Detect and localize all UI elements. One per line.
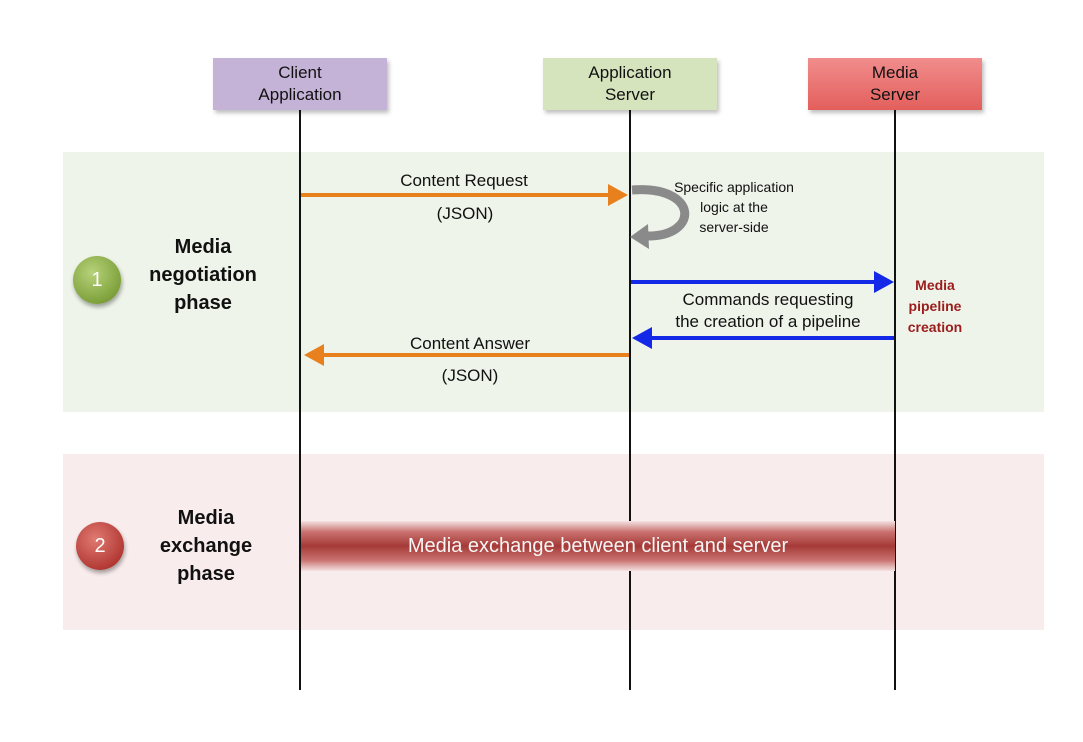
media-exchange-label: Media exchange between client and server [407,534,789,557]
media-server-box: Media Server [808,58,982,110]
media-server-lifeline [894,110,896,690]
pipeline-response-arrow [632,327,894,349]
server-logic-loop-arrow [630,185,690,249]
application-server-label: Application Server [588,63,672,104]
phase-1-badge: 1 [73,256,121,304]
phase-1-label: Media negotiation phase [149,236,257,314]
pipeline-commands-label: Commands requesting the creation of a pi… [675,290,861,331]
application-server-box: Application Server [543,58,717,110]
phase-2-badge: 2 [76,522,124,570]
content-answer-label: Content Answer [409,334,530,353]
phase-2-label: Media exchange phase [159,507,253,585]
content-answer-format: (JSON) [441,366,499,385]
media-exchange-bar: Media exchange between client and server [301,521,895,571]
app-logic-note: Specific application logic at the server… [674,179,794,235]
client-application-box: Client Application [213,58,387,110]
phase-2-number: 2 [94,534,106,557]
media-server-label: Media Server [869,63,921,104]
client-lifeline [299,110,301,690]
pipeline-command-arrow [631,271,894,293]
content-request-label: Content Request [400,171,528,190]
content-answer-arrow [304,344,629,366]
phase-1-number: 1 [91,268,103,291]
content-request-arrow [301,184,628,206]
content-request-format: (JSON) [436,204,494,223]
app-server-lifeline [629,110,631,690]
media-pipeline-creation-label: Media pipeline creation [907,277,963,335]
client-application-label: Client Application [258,63,342,104]
